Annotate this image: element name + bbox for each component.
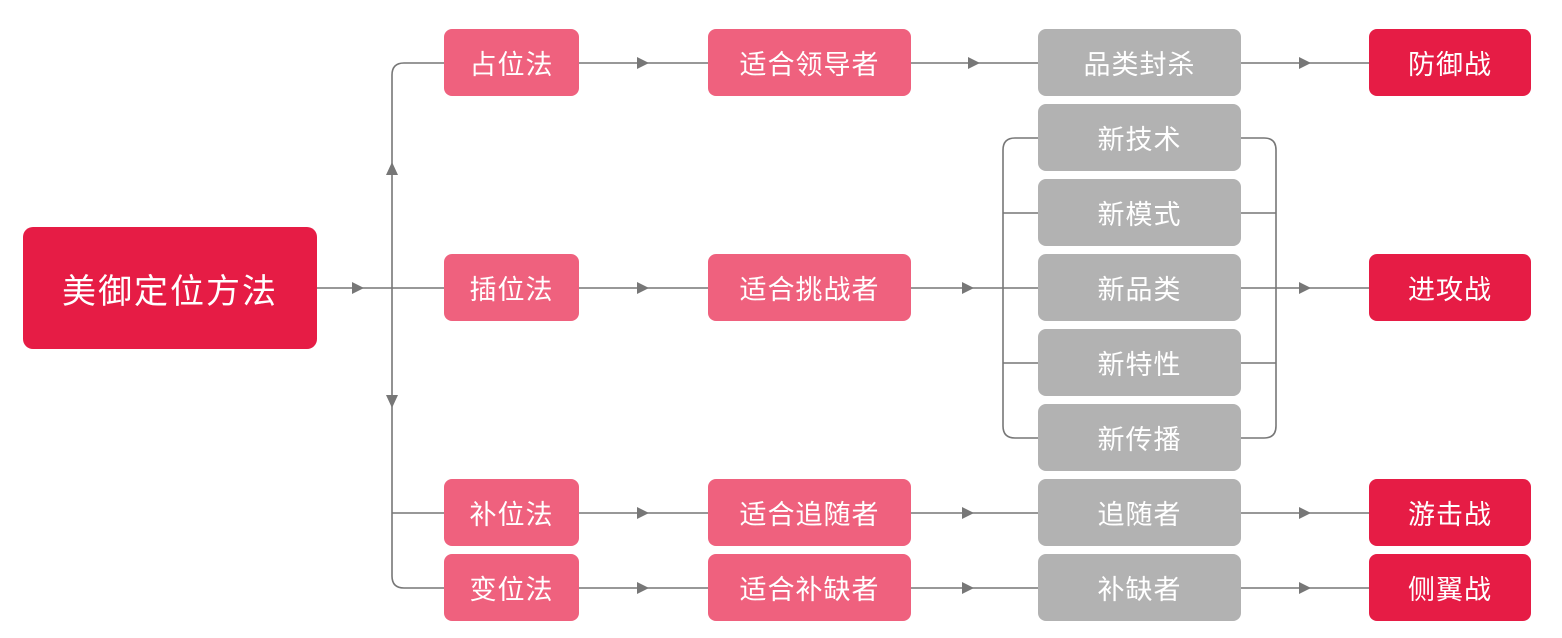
means-node-new-category: 新品类 [1038,254,1241,321]
means-node-follower: 追随者 [1038,479,1241,546]
method-node-occupy: 占位法 [444,29,579,96]
fit-node-niche: 适合补缺者 [708,554,911,621]
means-node-category-block: 品类封杀 [1038,29,1241,96]
fit-node-follower: 适合追随者 [708,479,911,546]
means-node-new-feature: 新特性 [1038,329,1241,396]
war-node-guerrilla: 游击战 [1369,479,1531,546]
war-node-flank: 侧翼战 [1369,554,1531,621]
method-node-insert: 插位法 [444,254,579,321]
method-node-fill: 补位法 [444,479,579,546]
means-node-new-tech: 新技术 [1038,104,1241,171]
means-node-niche: 补缺者 [1038,554,1241,621]
fit-node-challenger: 适合挑战者 [708,254,911,321]
war-node-offense: 进攻战 [1369,254,1531,321]
root-node: 美御定位方法 [23,227,317,349]
war-node-defense: 防御战 [1369,29,1531,96]
fit-node-leader: 适合领导者 [708,29,911,96]
means-node-new-model: 新模式 [1038,179,1241,246]
method-node-change: 变位法 [444,554,579,621]
means-node-new-communication: 新传播 [1038,404,1241,471]
